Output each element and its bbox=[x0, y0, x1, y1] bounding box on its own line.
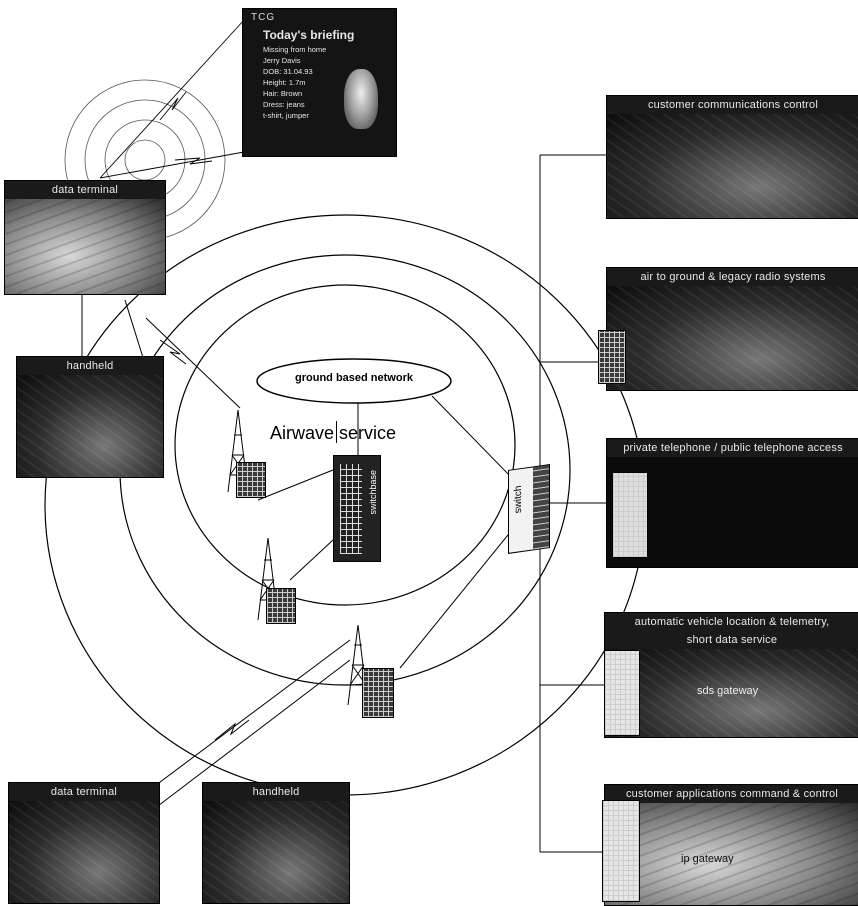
avl-box: automatic vehicle location & telemetry, … bbox=[604, 612, 858, 738]
handheld-left-label: handheld bbox=[17, 357, 163, 376]
base-station-rack-3 bbox=[362, 668, 394, 718]
switchbase-panel bbox=[340, 464, 362, 554]
suspect-face-image bbox=[344, 69, 378, 129]
data-terminal-bottom-box: data terminal bbox=[8, 782, 160, 904]
airwave-label-part2: service bbox=[339, 423, 397, 443]
telephone-access-label: private telephone / public telephone acc… bbox=[607, 439, 858, 458]
handheld-left-box: handheld bbox=[16, 356, 164, 478]
customer-comms-label: customer communications control bbox=[607, 96, 858, 115]
base-station-rack-2 bbox=[266, 588, 296, 624]
air-to-ground-label: air to ground & legacy radio systems bbox=[607, 268, 858, 287]
switch-label: switch bbox=[513, 484, 524, 515]
briefing-title: Today's briefing bbox=[263, 28, 355, 42]
data-terminal-bottom-label: data terminal bbox=[9, 783, 159, 802]
briefing-line: Height: 1.7m bbox=[263, 78, 306, 87]
telephone-access-box: private telephone / public telephone acc… bbox=[606, 438, 858, 568]
base-station-rack-1 bbox=[236, 462, 266, 498]
telephone-keypad-image bbox=[607, 457, 858, 567]
handheld-scene-image bbox=[203, 801, 349, 903]
switchbase-unit: switchbase bbox=[333, 455, 381, 562]
lightning-icon-phone bbox=[159, 91, 187, 121]
avl-label-line1: automatic vehicle location & telemetry, bbox=[605, 613, 858, 632]
switch-unit: switch bbox=[508, 464, 550, 554]
phone-topbar: TCG bbox=[251, 12, 276, 23]
data-terminal-top-box: data terminal bbox=[4, 180, 166, 295]
phone-briefing-screen: TCG Today's briefing Missing from home J… bbox=[242, 8, 397, 157]
briefing-line: Hair: Brown bbox=[263, 89, 303, 98]
briefing-line: DOB: 31.04.93 bbox=[263, 67, 313, 76]
briefing-line: Dress: jeans bbox=[263, 100, 305, 109]
ground-network-label: ground based network bbox=[295, 372, 413, 384]
helicopter-image bbox=[607, 286, 858, 390]
airwave-label-part1: Airwave bbox=[270, 423, 335, 443]
avl-scene-image bbox=[605, 649, 858, 737]
telephone-rack bbox=[612, 472, 648, 558]
command-control-image bbox=[605, 803, 858, 905]
data-terminal-top-label: data terminal bbox=[5, 181, 165, 200]
lightning-icon-left bbox=[159, 339, 187, 365]
radio-rack bbox=[598, 330, 626, 384]
radio-wave-1 bbox=[124, 139, 166, 181]
officer-image bbox=[17, 375, 163, 477]
terminal-screen-image bbox=[9, 801, 159, 903]
ip-gateway-label: ip gateway bbox=[681, 853, 734, 865]
sds-gateway-unit bbox=[604, 650, 640, 736]
sds-gateway-label: sds gateway bbox=[697, 685, 759, 697]
handheld-bottom-box: handheld bbox=[202, 782, 350, 904]
lightning-icon-bottom bbox=[214, 719, 250, 741]
police-car-image bbox=[5, 199, 165, 294]
control-room-image bbox=[607, 114, 858, 218]
air-to-ground-box: air to ground & legacy radio systems bbox=[606, 267, 858, 391]
avl-label-line2: short data service bbox=[605, 631, 858, 650]
briefing-line: Missing from home bbox=[263, 45, 327, 54]
customer-apps-label: customer applications command & control bbox=[605, 785, 858, 804]
coverage-ring-inner bbox=[174, 284, 516, 606]
ip-gateway-unit bbox=[602, 800, 640, 902]
briefing-line: Jerry Davis bbox=[263, 56, 301, 65]
ground-network-ellipse bbox=[256, 358, 452, 404]
switchbase-label: switchbase bbox=[368, 470, 378, 515]
briefing-line: t-shirt, jumper bbox=[263, 111, 309, 120]
customer-apps-box: customer applications command & control … bbox=[604, 784, 858, 906]
lightning-icon-phone-2 bbox=[174, 157, 213, 165]
customer-comms-box: customer communications control bbox=[606, 95, 858, 219]
handheld-bottom-label: handheld bbox=[203, 783, 349, 802]
switch-panel bbox=[533, 465, 549, 550]
